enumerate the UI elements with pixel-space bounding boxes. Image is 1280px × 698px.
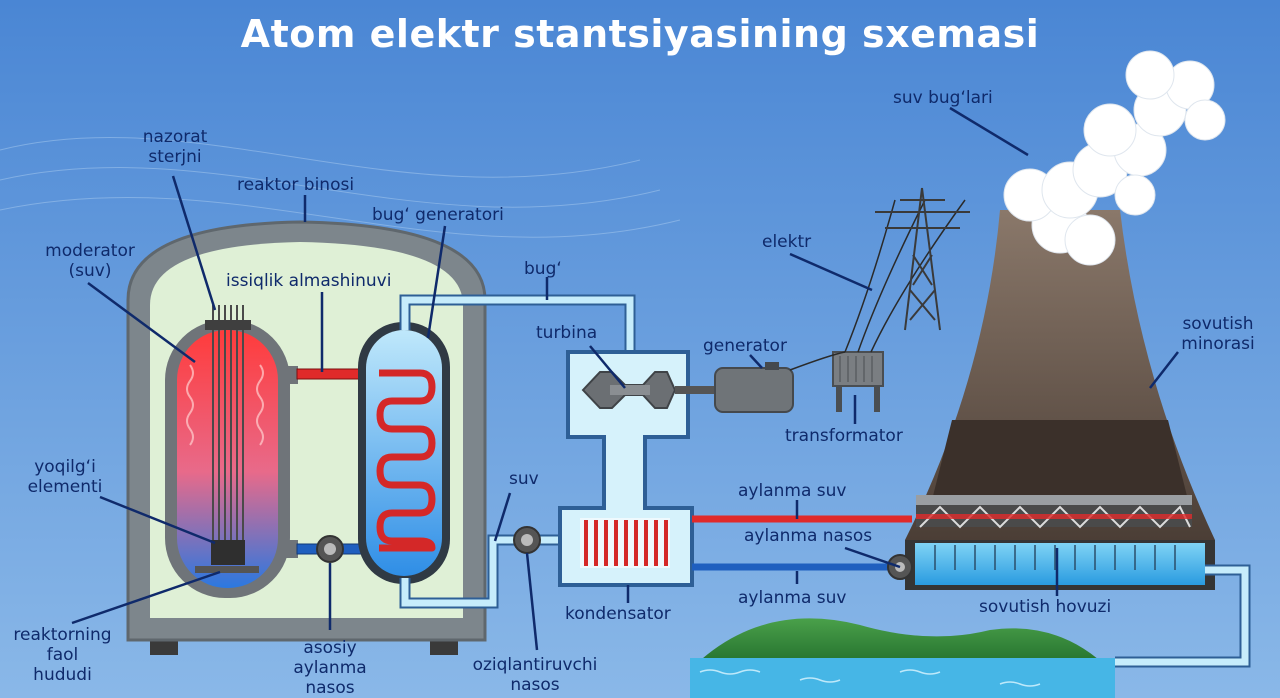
condenser-tubes [580,518,670,568]
label-transformator: transformator [785,426,903,446]
feed-pump-icon [513,526,541,554]
cooling-pool [915,543,1205,585]
label-reaktorning-faol-hududi: reaktorning faol hududi [13,625,112,685]
label-bug-generatori: bug‘ generatori [372,205,504,225]
label-suv: suv [509,469,539,489]
leader-lines [71,106,1179,651]
label-generator: generator [703,336,787,356]
steam-clouds [1003,50,1226,266]
background-wave [0,196,681,238]
label-aylanma-nasos: aylanma nasos [744,526,873,546]
transformer-unit [832,351,884,412]
label-elektr: elektr [762,232,812,252]
background-wave [0,136,641,178]
label-turbina: turbina [536,323,598,343]
label-issiqlik-almashinuvi: issiqlik almashinuvi [226,271,392,291]
label-bug: bug‘ [524,259,562,279]
label-aylanma-suv-top: aylanma suv [738,481,847,501]
steam-generator [358,322,450,584]
label-aylanma-suv-bottom: aylanma suv [738,588,847,608]
label-nazorat-sterjni: nazorat sterjni [142,127,208,167]
label-suv-buglari: suv bug‘lari [893,88,993,108]
label-sovutish-hovuzi: sovutish hovuzi [979,597,1112,617]
main-pump-icon [316,535,344,563]
pylon-icon [875,187,970,331]
label-oziqlantiruvchi-nasos: oziqlantiruvchi nasos [472,655,598,695]
fuel-element [211,540,245,565]
river [690,658,1115,698]
label-reaktor-binosi: reaktor binosi [237,175,355,195]
label-asosiy-aylanma-nasos: asosiy aylanma nasos [293,638,367,698]
reactor-vessel [165,305,298,598]
generator-unit [714,362,794,413]
hill [690,618,1110,670]
power-lines [789,199,966,371]
cooling-tower [905,210,1215,590]
label-sovutish-minorasi: sovutish minorasi [1181,314,1255,354]
control-rods [212,305,244,545]
core-plate [195,566,259,573]
label-kondensator: kondensator [565,604,671,624]
label-yoqilgi-elementi: yoqilg‘i elementi [27,457,103,497]
background-wave [0,166,661,208]
page-title: Atom elektr stantsiyasining sxemasi [240,12,1040,56]
label-moderator: moderator (suv) [45,241,135,281]
